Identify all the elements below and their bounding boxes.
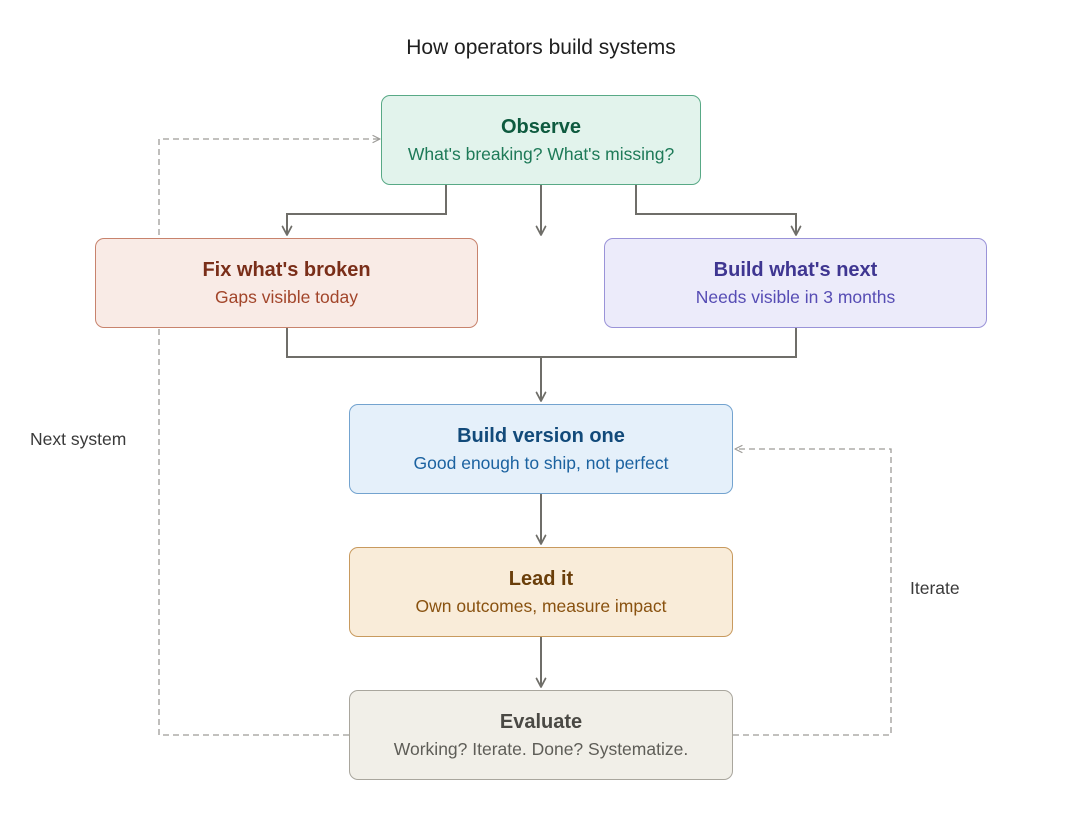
node-lead-subtitle: Own outcomes, measure impact xyxy=(415,596,667,616)
node-evaluate: Evaluate Working? Iterate. Done? Systema… xyxy=(349,690,733,780)
node-version-one-title: Build version one xyxy=(457,425,625,447)
node-version-one-subtitle: Good enough to ship, not perfect xyxy=(413,453,669,473)
node-fix-title: Fix what's broken xyxy=(202,259,371,281)
node-fix: Fix what's broken Gaps visible today xyxy=(95,238,478,328)
node-version-one: Build version one Good enough to ship, n… xyxy=(349,404,733,494)
diagram-title: How operators build systems xyxy=(406,36,676,59)
node-build-next-title: Build what's next xyxy=(713,259,878,281)
next-system-loop-line xyxy=(158,134,381,736)
next-system-label: Next system xyxy=(30,429,127,449)
node-observe-title: Observe xyxy=(500,116,582,138)
node-observe-subtitle: What's breaking? What's missing? xyxy=(407,144,675,164)
node-evaluate-title: Evaluate xyxy=(499,711,583,733)
node-lead-title: Lead it xyxy=(508,568,574,590)
iterate-label: Iterate xyxy=(910,578,960,598)
node-lead: Lead it Own outcomes, measure impact xyxy=(349,547,733,637)
node-build-next: Build what's next Needs visible in 3 mon… xyxy=(604,238,987,328)
arrow-observe-to-build-next xyxy=(635,185,802,236)
arrow-observe-to-fix xyxy=(281,185,447,236)
node-observe: Observe What's breaking? What's missing? xyxy=(381,95,701,185)
node-evaluate-subtitle: Working? Iterate. Done? Systematize. xyxy=(393,739,689,759)
node-fix-subtitle: Gaps visible today xyxy=(215,287,358,307)
node-build-next-subtitle: Needs visible in 3 months xyxy=(695,287,896,307)
iterate-loop-line xyxy=(733,444,892,736)
merge-line xyxy=(286,328,797,358)
